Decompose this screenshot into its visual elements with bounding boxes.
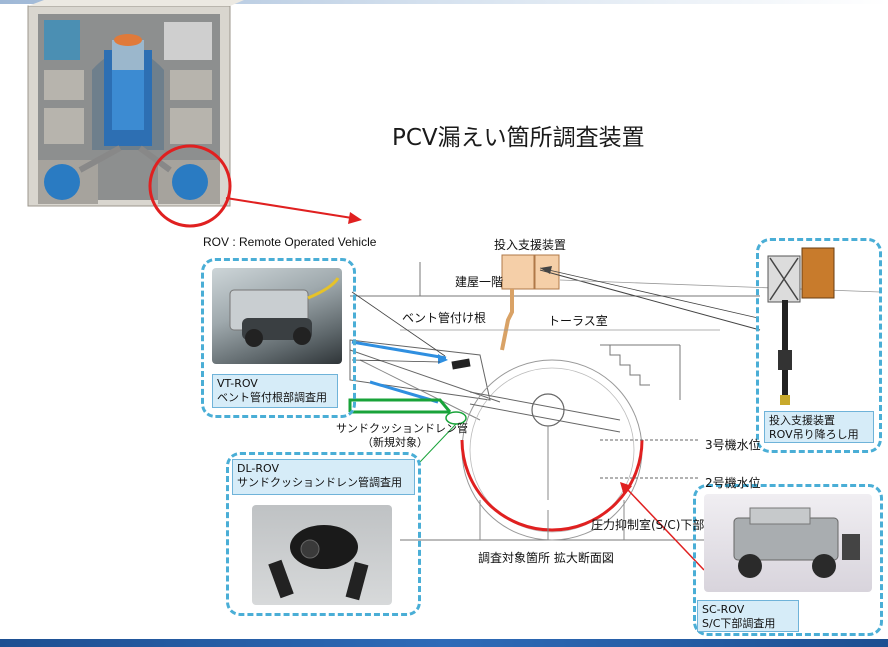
dl-rov-name: DL-ROV bbox=[237, 462, 280, 475]
vt-rov-photo bbox=[212, 268, 342, 364]
sc-rov-purpose: S/C下部調査用 bbox=[702, 617, 776, 630]
dl-rov-purpose: サンドクッションドレン管調査用 bbox=[237, 476, 402, 489]
label-section-caption: 調査対象箇所 拡大断面図 bbox=[478, 551, 614, 565]
top-accent-bar bbox=[0, 0, 888, 4]
label-vent-root: ベント管付け根 bbox=[402, 311, 487, 325]
label-support-device: 投入支援装置 bbox=[494, 238, 567, 252]
label-sand-cushion: サンドクッションドレン管 bbox=[336, 422, 468, 435]
vt-rov-panel bbox=[201, 258, 356, 418]
label-unit3-water: 3号機水位 bbox=[705, 438, 761, 452]
sc-rov-name: SC-ROV bbox=[702, 603, 745, 616]
label-sc-bottom: 圧力抑制室(S/C)下部 bbox=[591, 518, 705, 532]
page-title: PCV漏えい箇所調査装置 bbox=[392, 125, 645, 151]
sc-rov-photo-graphic bbox=[733, 507, 860, 578]
rov-definition: ROV : Remote Operated Vehicle bbox=[203, 235, 377, 249]
support-device-purpose: ROV吊り降ろし用 bbox=[769, 428, 859, 441]
label-unit2-water: 2号機水位 bbox=[705, 476, 761, 490]
support-device-label: 投入支援装置 ROV吊り降ろし用 bbox=[764, 411, 874, 443]
sc-rov-photo bbox=[704, 494, 872, 592]
dl-rov-photo bbox=[252, 505, 392, 605]
vt-rov-label: VT-ROV ベント管付根部調査用 bbox=[212, 374, 338, 408]
vt-rov-photo-graphic bbox=[229, 277, 340, 347]
label-torus-room: トーラス室 bbox=[548, 314, 608, 328]
dl-rov-photo-graphic bbox=[268, 525, 369, 601]
dl-rov-panel bbox=[226, 452, 421, 616]
label-new-target: （新規対象） bbox=[362, 436, 428, 449]
support-device-name: 投入支援装置 bbox=[769, 414, 835, 427]
bottom-accent-bar bbox=[0, 639, 888, 647]
vt-rov-name: VT-ROV bbox=[217, 377, 258, 390]
dl-rov-label: DL-ROV サンドクッションドレン管調査用 bbox=[232, 459, 415, 495]
sc-rov-panel bbox=[693, 484, 883, 636]
label-building-floor1: 建屋一階 bbox=[455, 275, 504, 289]
vt-rov-purpose: ベント管付根部調査用 bbox=[217, 391, 327, 404]
support-device-panel bbox=[756, 238, 882, 453]
sc-rov-label: SC-ROV S/C下部調査用 bbox=[697, 600, 799, 632]
